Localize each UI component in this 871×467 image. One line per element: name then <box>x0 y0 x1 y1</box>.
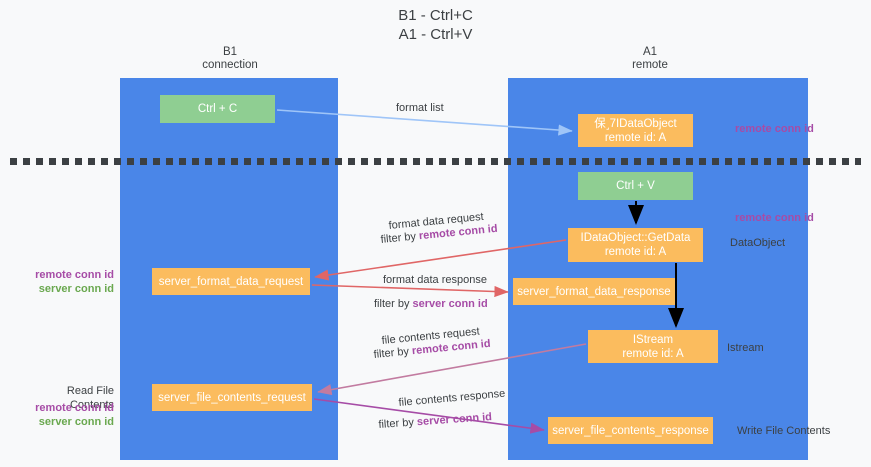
annotation-dataobject: DataObject <box>730 237 786 249</box>
filter-by-prefix: filter by <box>374 298 413 310</box>
node-idataobject-label: 保˼7IDataObject <box>594 117 677 130</box>
node-idataobject[interactable]: 保˼7IDataObject remote id: A <box>578 114 693 147</box>
node-ctrl-v[interactable]: Ctrl + V <box>578 172 693 200</box>
node-ctrl-c-label: Ctrl + C <box>197 103 238 115</box>
node-getdata-label: IDataObject::GetData <box>580 232 691 244</box>
edge-label-format-list: format list <box>396 102 444 114</box>
diagram-title: B1 - Ctrl+C A1 - Ctrl+V <box>0 6 871 44</box>
edge-label-file-contents-response-filter: filter by server conn id <box>378 410 492 432</box>
annotation-left-server-conn-id-1: server conn id <box>38 283 114 295</box>
filter-by-prefix: filter by <box>380 230 420 246</box>
title-line-2: A1 - Ctrl+V <box>398 26 473 43</box>
node-server-file-contents-response-label: server_file_contents_response <box>552 424 709 437</box>
node-server-format-data-request-label: server_format_data_request <box>158 275 304 288</box>
lane-header-b1-name: B1 <box>222 46 238 58</box>
node-istream-remote-id: remote id: A <box>622 347 684 360</box>
node-server-format-data-response[interactable]: server_format_data_response <box>513 278 675 305</box>
lane-header-a1: A1 remote <box>580 46 720 72</box>
node-ctrl-c[interactable]: Ctrl + C <box>160 95 275 123</box>
lane-header-a1-name: A1 <box>642 46 658 58</box>
annotation-remote-conn-id-mid: remote conn id <box>735 212 814 224</box>
node-getdata-remote-id: remote id: A <box>604 246 667 258</box>
edge-label-file-contents-response: file contents response <box>398 387 506 409</box>
node-istream-label: IStream <box>632 333 674 346</box>
lane-header-a1-role: remote <box>632 59 668 71</box>
node-server-file-contents-request[interactable]: server_file_contents_request <box>152 384 312 411</box>
lane-header-b1-role: connection <box>202 59 258 71</box>
node-server-format-data-response-label: server_format_data_response <box>517 285 671 298</box>
node-idataobject-remote-id: remote id: A <box>604 131 667 144</box>
node-server-format-data-request[interactable]: server_format_data_request <box>152 268 310 295</box>
edge-label-format-data-response: format data response <box>383 274 487 286</box>
node-server-file-contents-response[interactable]: server_file_contents_response <box>548 417 713 444</box>
node-istream[interactable]: IStream remote id: A <box>588 330 718 363</box>
edge-label-format-data-response-filter: filter by server conn id <box>374 297 488 311</box>
annotation-istream: Istream <box>727 342 764 354</box>
annotation-left-remote-conn-id-2: remote conn id <box>35 402 114 414</box>
filter-by-prefix: filter by <box>373 345 413 361</box>
filter-key-server-conn-id: server conn id <box>412 298 488 310</box>
filter-key-server-conn-id: server conn id <box>416 411 493 429</box>
title-line-1: B1 - Ctrl+C <box>398 7 473 24</box>
annotation-read-file-contents: Read File Contents <box>66 385 114 411</box>
annotation-write-file-contents: Write File Contents <box>737 425 831 437</box>
annotation-left-server-conn-id-2: server conn id <box>38 416 114 428</box>
node-ctrl-v-label: Ctrl + V <box>616 180 655 192</box>
annotation-left-remote-conn-id-1: remote conn id <box>35 269 114 281</box>
node-server-file-contents-request-label: server_file_contents_request <box>158 391 306 404</box>
phase-divider-dashed-line <box>10 158 861 165</box>
lane-header-b1: B1 connection <box>160 46 300 72</box>
annotation-left-conn-ids-bottom: remote conn id server conn id <box>22 401 114 429</box>
annotation-left-conn-ids-top: remote conn id server conn id <box>22 268 114 296</box>
node-idataobject-getdata[interactable]: IDataObject::GetData remote id: A <box>568 228 703 262</box>
annotation-remote-conn-id-top: remote conn id <box>735 123 814 135</box>
filter-by-prefix: filter by <box>378 416 418 431</box>
